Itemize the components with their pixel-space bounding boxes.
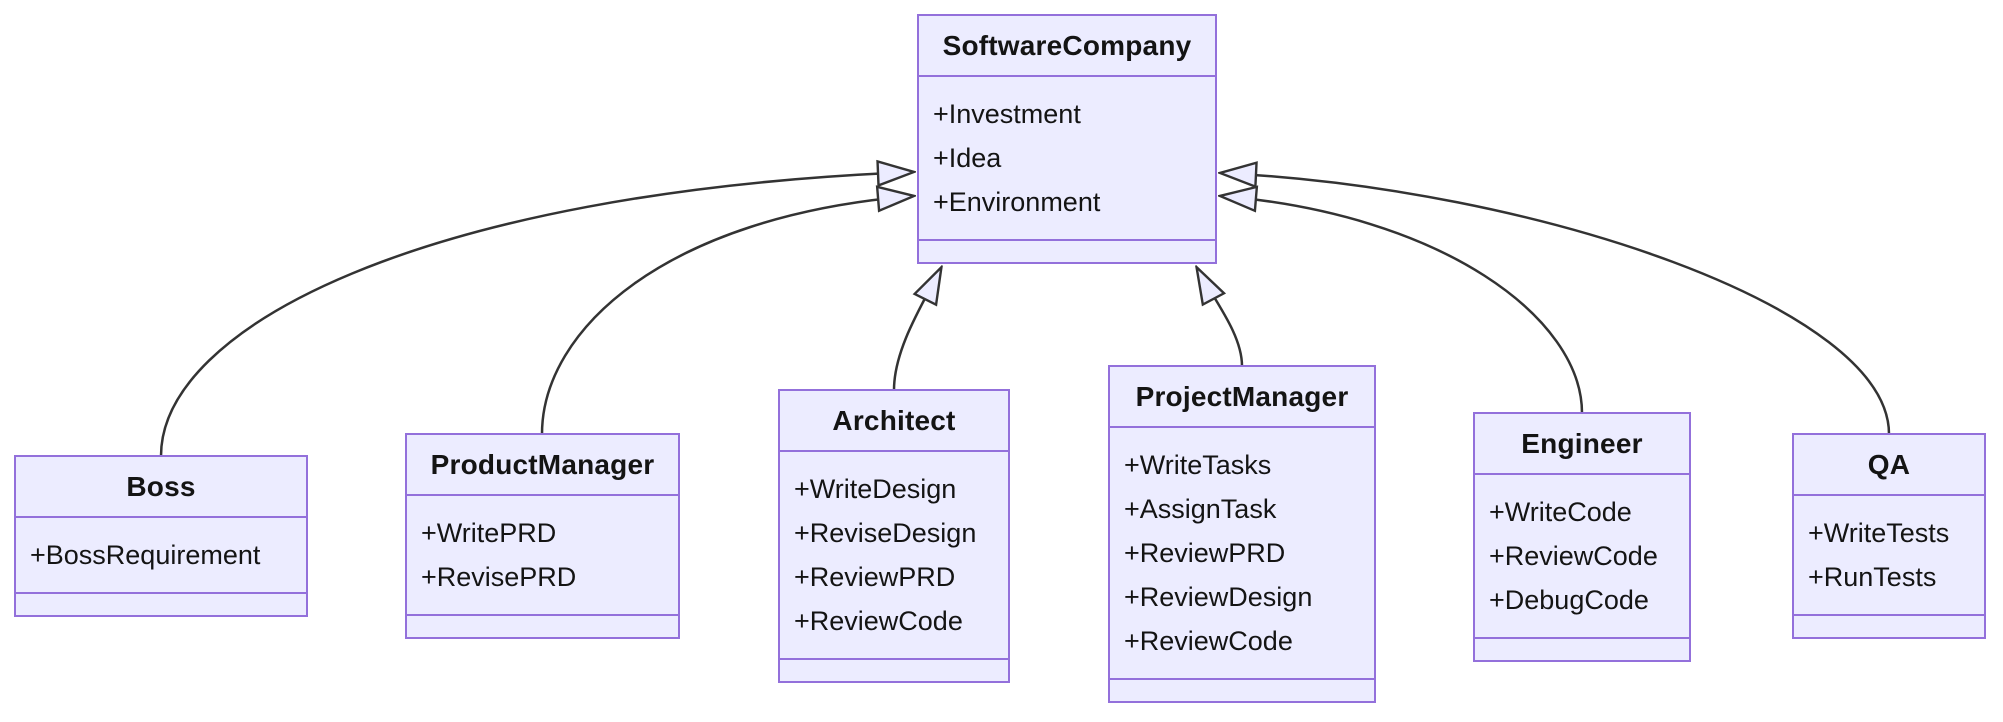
- class-attribute: +ReviewPRD: [794, 562, 956, 592]
- class-attributes: +WriteTasks +AssignTask +ReviewPRD +Revi…: [1110, 428, 1374, 680]
- class-attribute: +Environment: [933, 187, 1101, 217]
- class-methods-empty: [1475, 639, 1689, 660]
- class-attribute: +RevisePRD: [421, 562, 577, 592]
- edge-productmanager-to-softwarecompany: [540, 196, 913, 435]
- class-name: ProductManager: [407, 435, 678, 496]
- class-methods-empty: [1794, 616, 1984, 637]
- edge-architect-to-softwarecompany: [892, 268, 941, 391]
- class-boss: Boss +BossRequirement: [14, 455, 308, 617]
- class-softwarecompany: SoftwareCompany +Investment +Idea +Envir…: [917, 14, 1217, 264]
- class-engineer: Engineer +WriteCode +ReviewCode +DebugCo…: [1473, 412, 1691, 662]
- class-attribute: +ReviewPRD: [1124, 538, 1286, 568]
- class-attribute: +Investment: [933, 99, 1081, 129]
- class-methods-empty: [1110, 680, 1374, 701]
- class-name: ProjectManager: [1110, 367, 1374, 428]
- class-attribute: +RunTests: [1808, 562, 1937, 592]
- edge-qa-to-softwarecompany: [1221, 173, 1891, 435]
- class-name: Engineer: [1475, 414, 1689, 475]
- class-attributes: +BossRequirement: [16, 518, 306, 594]
- edge-projectmanager-to-softwarecompany: [1197, 268, 1244, 367]
- class-attribute: +BossRequirement: [30, 540, 261, 570]
- class-attribute: +ReviewCode: [794, 606, 963, 636]
- class-methods-empty: [780, 660, 1008, 681]
- class-attribute: +ReviewCode: [1489, 541, 1658, 571]
- edge-engineer-to-softwarecompany: [1221, 196, 1584, 414]
- class-methods-empty: [16, 594, 306, 615]
- class-attribute: +WritePRD: [421, 518, 557, 548]
- class-projectmanager: ProjectManager +WriteTasks +AssignTask +…: [1108, 365, 1376, 703]
- class-attribute: +ReviewDesign: [1124, 582, 1313, 612]
- class-attribute: +WriteTasks: [1124, 450, 1272, 480]
- class-qa: QA +WriteTests +RunTests: [1792, 433, 1986, 639]
- class-name: Architect: [780, 391, 1008, 452]
- class-name: QA: [1794, 435, 1984, 496]
- class-attribute: +ReviseDesign: [794, 518, 977, 548]
- class-attributes: +WriteCode +ReviewCode +DebugCode: [1475, 475, 1689, 639]
- class-architect: Architect +WriteDesign +ReviseDesign +Re…: [778, 389, 1010, 683]
- class-attribute: +ReviewCode: [1124, 626, 1293, 656]
- class-attributes: +Investment +Idea +Environment: [919, 77, 1215, 241]
- class-name: Boss: [16, 457, 306, 518]
- class-attribute: +DebugCode: [1489, 585, 1649, 615]
- class-attribute: +Idea: [933, 143, 1002, 173]
- class-attribute: +AssignTask: [1124, 494, 1277, 524]
- class-attribute: +WriteDesign: [794, 474, 957, 504]
- class-attributes: +WriteTests +RunTests: [1794, 496, 1984, 616]
- class-attributes: +WriteDesign +ReviseDesign +ReviewPRD +R…: [780, 452, 1008, 660]
- class-attribute: +WriteTests: [1808, 518, 1950, 548]
- class-name: SoftwareCompany: [919, 16, 1215, 77]
- edge-boss-to-softwarecompany: [159, 172, 913, 457]
- class-attributes: +WritePRD +RevisePRD: [407, 496, 678, 616]
- class-methods-empty: [919, 241, 1215, 262]
- class-attribute: +WriteCode: [1489, 497, 1632, 527]
- class-productmanager: ProductManager +WritePRD +RevisePRD: [405, 433, 680, 639]
- class-methods-empty: [407, 616, 678, 637]
